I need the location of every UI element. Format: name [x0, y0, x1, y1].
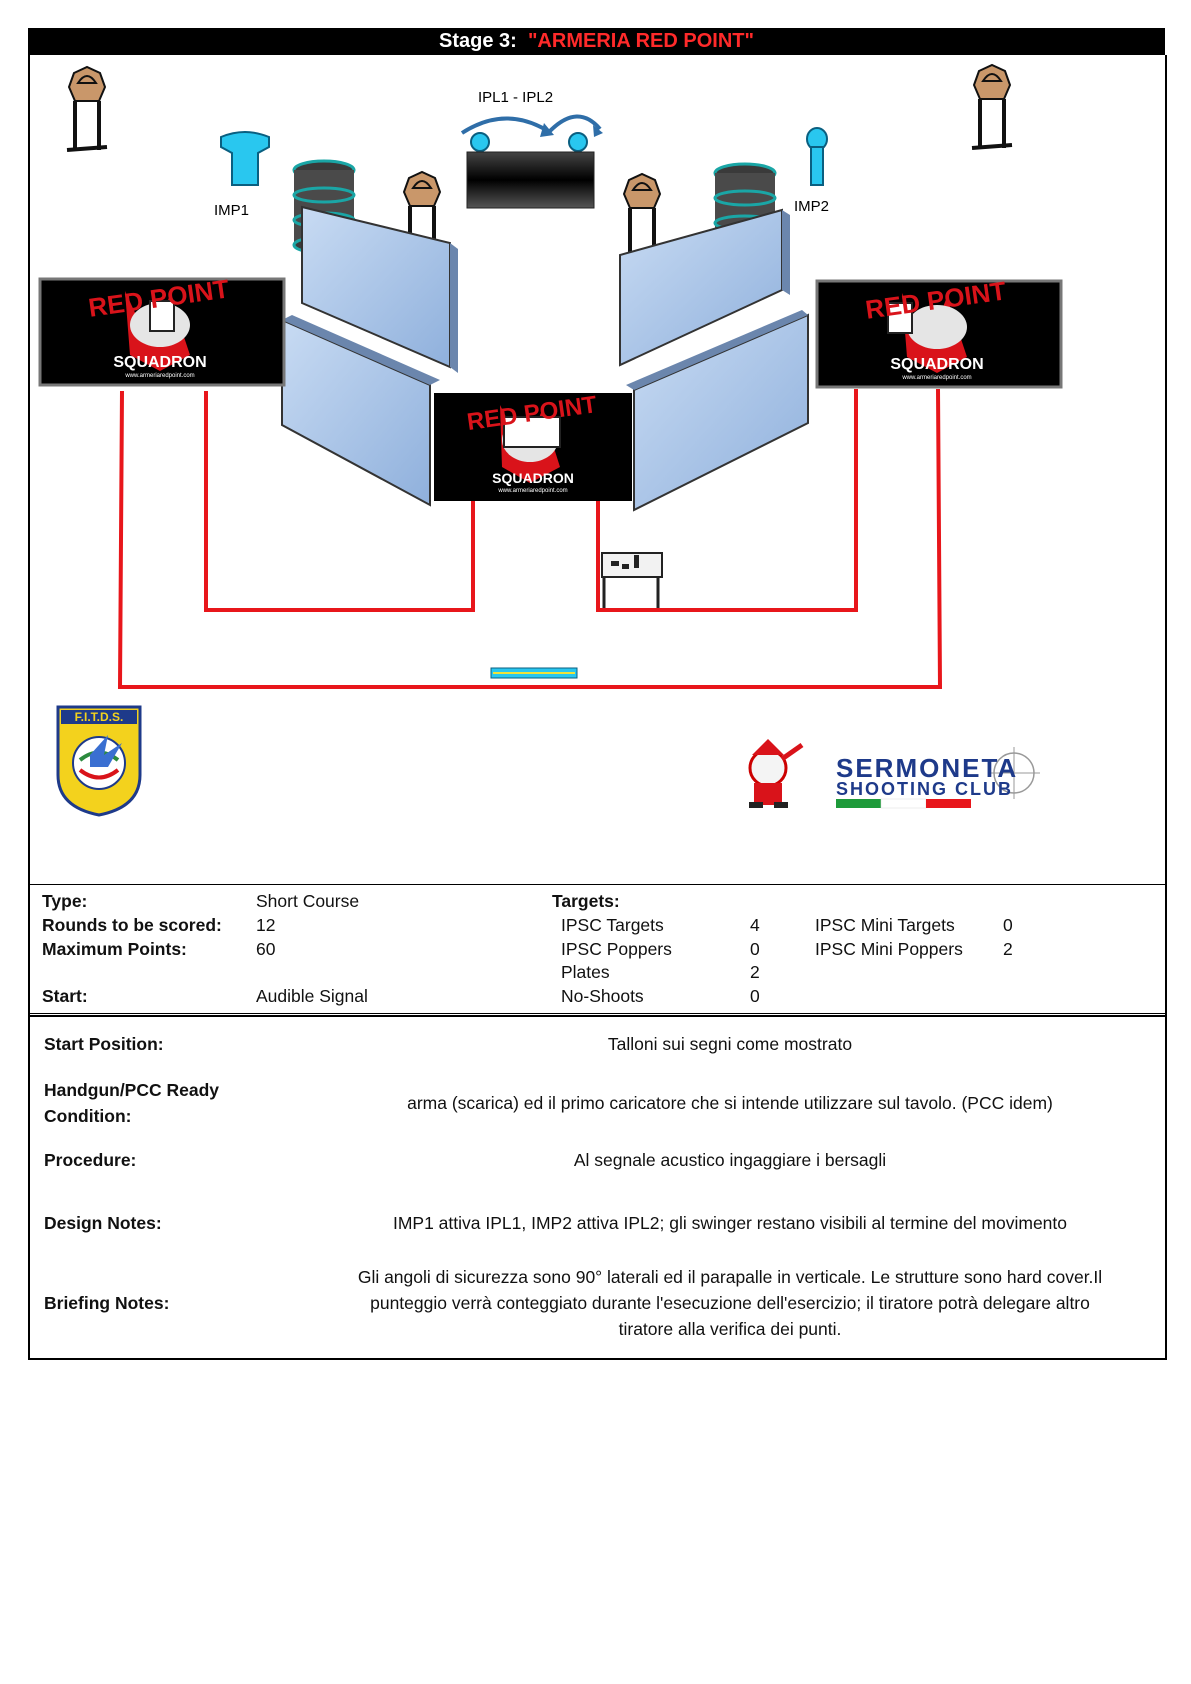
- target-name: Plates: [561, 962, 610, 982]
- label-ipl: IPL1 - IPL2: [478, 89, 553, 106]
- target-count: 2: [750, 962, 760, 982]
- mini-target-count: 0: [1003, 915, 1013, 935]
- briefing-notes-line: tiratore alla verifica dei punti.: [618, 1319, 842, 1339]
- fitds-logo-text: F.I.T.D.S.: [75, 710, 124, 724]
- banner-center: RED POINT SQUADRON www.armeriaredpoint.c…: [434, 391, 632, 501]
- fault-lines: [117, 388, 943, 689]
- plate-ipl2: [568, 132, 588, 152]
- design-notes-label: Design Notes:: [44, 1213, 162, 1233]
- label-imp2: IMP2: [794, 198, 829, 215]
- target-name: IPSC Poppers: [561, 939, 672, 959]
- fault-line-inner-right: [596, 389, 858, 612]
- plate-rack: [466, 151, 595, 209]
- sermoneta-logo-title: SERMONETA: [836, 753, 1018, 783]
- banner-left-url: www.armeriaredpoint.com: [124, 373, 194, 379]
- fault-line-outer: [117, 388, 943, 689]
- briefing-notes-line: punteggio verrà conteggiato durante l'es…: [370, 1293, 1090, 1313]
- plate-ipl1: [470, 132, 490, 152]
- start-value: Audible Signal: [256, 986, 368, 1006]
- start-position-marker: [490, 667, 578, 679]
- design-notes-value: IMP1 attiva IPL1, IMP2 attiva IPL2; gli …: [392, 1213, 1068, 1233]
- max-points-label: Maximum Points:: [42, 939, 187, 959]
- rounds-value: 12: [256, 915, 276, 935]
- stage-diagram: IMP1 IMP2 IPL1 - IPL2: [28, 55, 1167, 885]
- procedure-value: Al segnale acustico ingaggiare i bersagl…: [573, 1150, 887, 1170]
- procedure-label: Procedure:: [44, 1150, 137, 1170]
- banner-right-url: www.armeriaredpoint.com: [901, 375, 971, 381]
- start-position-label: Start Position:: [44, 1034, 164, 1054]
- target-count: 4: [750, 915, 760, 935]
- briefing-notes-line: Gli angoli di sicurezza sono 90° lateral…: [357, 1267, 1103, 1287]
- stage-title-bar: Stage 3: "ARMERIA RED POINT": [28, 28, 1165, 55]
- wall-upper-right: [619, 208, 790, 367]
- target-name: IPSC Targets: [561, 915, 664, 935]
- banner-center-subtitle: SQUADRON: [492, 470, 574, 486]
- loading-table: [601, 552, 663, 608]
- mini-target-name: IPSC Mini Poppers: [815, 939, 963, 959]
- mini-target-name: IPSC Mini Targets: [815, 915, 955, 935]
- ready-condition-label-line1: Handgun/PCC Ready: [44, 1080, 220, 1100]
- sermoneta-logo-subtitle: SHOOTING CLUB: [836, 779, 1013, 799]
- wall-lower-left: [281, 315, 440, 507]
- stage-diagram-svg: IMP1 IMP2 IPL1 - IPL2: [38, 63, 1063, 817]
- wall-upper-left: [301, 205, 458, 373]
- briefing-notes-label: Briefing Notes:: [44, 1293, 170, 1313]
- stage-notes-section: Start Position: Talloni sui segni come m…: [28, 1013, 1167, 1360]
- banner-center-url: www.armeriaredpoint.com: [497, 488, 567, 494]
- fitds-logo: F.I.T.D.S.: [56, 705, 142, 817]
- wall-lower-right: [626, 310, 809, 512]
- banner-right: RED POINT SQUADRON www.armeriaredpoint.c…: [815, 275, 1063, 389]
- ready-condition-label-line2: Condition:: [44, 1106, 132, 1126]
- plate-swinger-arrows: [460, 114, 603, 137]
- target-count: 0: [750, 939, 760, 959]
- mini-popper-imp2: [806, 127, 828, 186]
- ready-condition-value: arma (scarica) ed il primo caricatore ch…: [407, 1093, 1053, 1113]
- ipsc-target-top-right: [970, 63, 1014, 150]
- targets-label: Targets:: [552, 891, 620, 911]
- ipsc-target-top-left: [65, 65, 109, 152]
- mini-target-count: 2: [1003, 939, 1013, 959]
- stage-info-section: Type: Short Course Rounds to be scored: …: [28, 884, 1167, 1017]
- start-position-value: Talloni sui segni come mostrato: [607, 1034, 853, 1054]
- label-imp1: IMP1: [214, 202, 249, 219]
- banner-left: RED POINT SQUADRON www.armeriaredpoint.c…: [38, 273, 286, 387]
- stage-name: "ARMERIA RED POINT": [527, 30, 754, 52]
- fault-line-inner-left: [204, 391, 475, 612]
- max-points-value: 60: [256, 939, 276, 959]
- rounds-label: Rounds to be scored:: [42, 915, 222, 935]
- type-label: Type:: [42, 891, 88, 911]
- target-count: 0: [750, 986, 760, 1006]
- type-value: Short Course: [256, 891, 360, 911]
- stage-prefix: Stage 3:: [439, 30, 517, 52]
- banner-right-subtitle: SQUADRON: [890, 356, 983, 373]
- sermoneta-logo: SERMONETA SHOOTING CLUB: [748, 739, 1040, 809]
- target-name: No-Shoots: [561, 986, 644, 1006]
- start-label: Start:: [42, 986, 88, 1006]
- mini-popper-imp1: [220, 131, 270, 186]
- banner-left-subtitle: SQUADRON: [113, 354, 206, 371]
